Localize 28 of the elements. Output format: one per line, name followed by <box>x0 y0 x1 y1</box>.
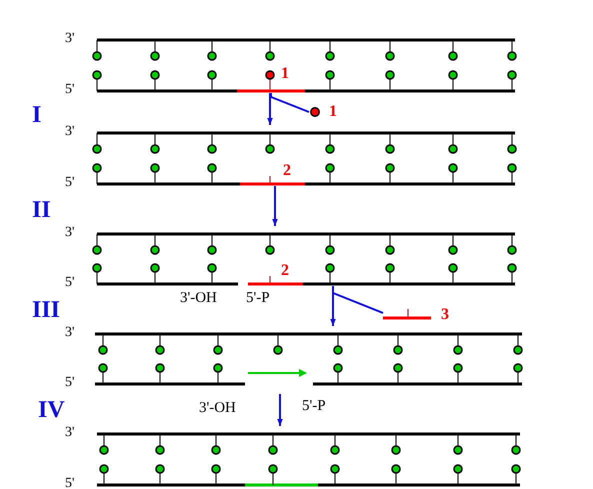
arrow <box>277 394 283 426</box>
strand-end-label: 5' <box>65 376 75 390</box>
strand-end-label: 3' <box>65 326 75 340</box>
arrow <box>267 93 273 125</box>
strand-end-label: 5' <box>65 176 75 190</box>
strand-end-label: 3' <box>65 226 75 240</box>
step-numeral: II <box>32 198 51 222</box>
strand-end-label: 3' <box>65 125 75 139</box>
strand-end-label: 3' <box>65 32 75 46</box>
step-numeral: III <box>32 298 60 322</box>
branch-line <box>270 93 310 113</box>
callout-number: 1 <box>329 104 337 120</box>
step-numeral: IV <box>38 398 65 422</box>
callout-number: 3 <box>441 307 449 323</box>
arrow <box>272 186 278 226</box>
callout-number: 2 <box>283 163 291 179</box>
strand-end-label: 5' <box>65 83 75 97</box>
callout-number: 1 <box>281 66 289 82</box>
end-group-label: 5'-P <box>246 291 270 306</box>
callout-number: 2 <box>281 263 289 279</box>
end-group-label: 3'-OH <box>199 401 236 416</box>
step-numeral: I <box>32 103 42 127</box>
strand-end-label: 5' <box>65 477 75 489</box>
strand-end-label: 5' <box>65 276 75 290</box>
branch-line <box>332 286 384 314</box>
end-group-label: 5'-P <box>302 399 326 414</box>
end-group-label: 3'-OH <box>180 291 217 306</box>
strand-end-label: 3' <box>65 426 75 440</box>
